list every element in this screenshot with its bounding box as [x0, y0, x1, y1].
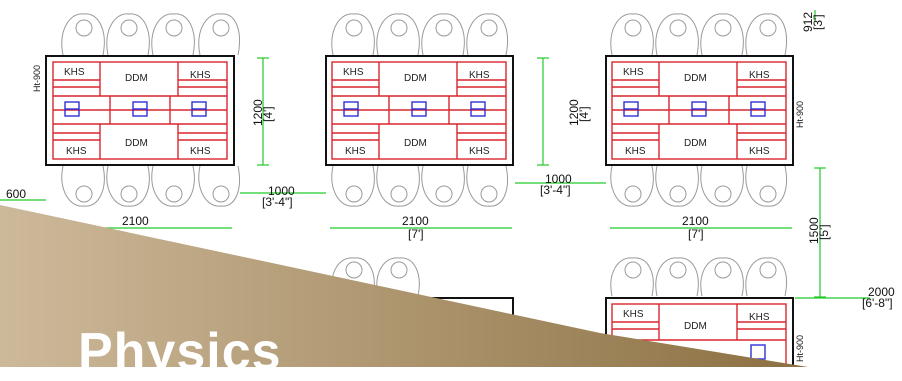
desk-label-ddm: DDM — [684, 73, 707, 84]
monitor-icon — [750, 344, 766, 360]
seated-figures-lower-row — [331, 257, 787, 297]
dimension-2000-ft: [6'-8"] — [862, 296, 893, 310]
seated-figures-middle-row — [61, 165, 787, 207]
desk-cluster-outline — [45, 55, 235, 166]
desk-label-ddm: DDM — [684, 321, 707, 332]
dimension-1200: 1200 — [251, 99, 265, 126]
height-label: Ht-900 — [32, 65, 42, 92]
desk-label-khs: KHS — [469, 70, 490, 81]
desk-label-ddm: DDM — [404, 138, 427, 149]
dimension-2100: 2100 — [682, 214, 709, 228]
desk-label-khs: KHS — [749, 146, 770, 157]
dimension-lines — [0, 10, 870, 299]
desk-label-ddm: DDM — [125, 138, 148, 149]
banner-title: Physics — [78, 323, 282, 381]
desk-cluster-3: KHS KHS DDM DDM KHS KHS Ht-900 — [605, 55, 805, 166]
dimension-1200-ft: [4'] — [577, 106, 591, 122]
desk-cluster-outline — [325, 55, 514, 166]
desk-label-khs: KHS — [190, 70, 211, 81]
desk-label-khs: KHS — [343, 67, 364, 78]
dimension-2100: 2100 — [402, 214, 429, 228]
height-label: Ht-900 — [795, 335, 805, 362]
dimension-600: 600 — [6, 187, 26, 201]
seated-figures-top-row — [61, 13, 787, 56]
desk-label-khs: KHS — [66, 146, 87, 157]
desk-label-khs: KHS — [749, 70, 770, 81]
desk-label-khs: KHS — [345, 146, 366, 157]
dimension-1500: 1500 — [807, 217, 821, 244]
dimension-2100-ft: [7'] — [408, 227, 424, 241]
dimension-2100-ft: [7'] — [688, 227, 704, 241]
desk-label-ddm: DDM — [404, 73, 427, 84]
desk-label-khs: KHS — [625, 146, 646, 157]
dimension-1000-ft: [3'-4"] — [262, 195, 293, 209]
title-banner — [0, 205, 808, 367]
desk-label-khs: KHS — [190, 146, 211, 157]
floor-plan-drawing: KHS KHS DDM DDM KHS KHS — [0, 10, 895, 367]
height-label: Ht-900 — [795, 101, 805, 128]
dimension-2000: 2000 — [868, 285, 895, 299]
desk-label-ddm: DDM — [684, 138, 707, 149]
dimension-1500-ft: [5'] — [817, 224, 831, 240]
desk-label-khs: KHS — [64, 67, 85, 78]
dimension-2100: 2100 — [122, 214, 149, 228]
dimension-912: 912 — [801, 12, 815, 32]
dimension-912-ft: [3'] — [811, 14, 825, 30]
desk-label-khs: KHS — [469, 146, 490, 157]
desk-label-khs: KHS — [623, 309, 644, 320]
desk-cluster-outline — [605, 55, 794, 166]
dimension-1000: 1000 — [545, 172, 572, 186]
dimension-1000: 1000 — [268, 184, 295, 198]
dimension-1000-ft: [3'-4"] — [540, 183, 571, 197]
desk-label-khs: KHS — [623, 67, 644, 78]
dimension-1200-ft: [4'] — [261, 106, 275, 122]
desk-label-ddm: DDM — [125, 73, 148, 84]
desk-label-khs: KHS — [749, 312, 770, 323]
desk-cluster-1: KHS KHS DDM DDM KHS KHS — [45, 55, 235, 166]
dimension-1200: 1200 — [567, 99, 581, 126]
desk-cluster-2: KHS KHS DDM DDM KHS KHS — [325, 55, 514, 166]
